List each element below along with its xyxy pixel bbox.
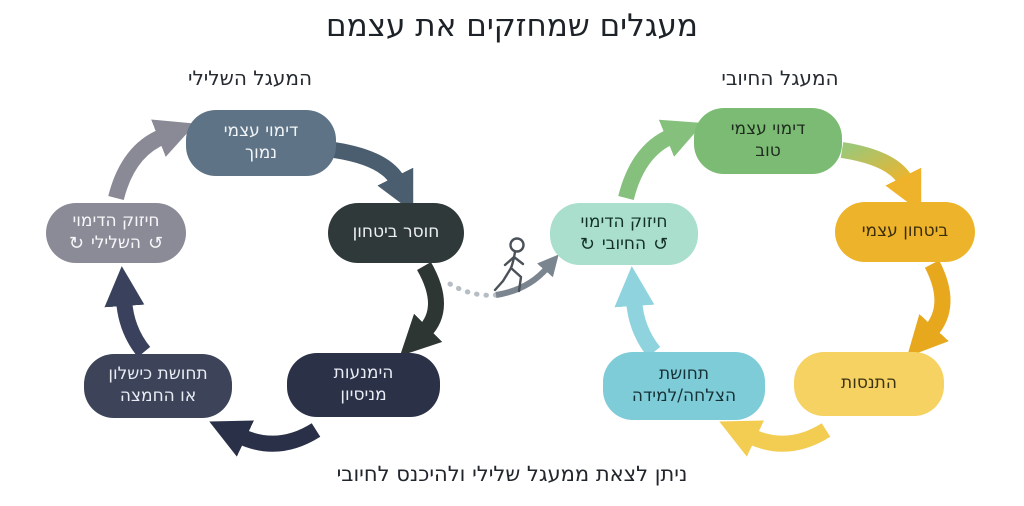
- node-sense-of-success-learning: תחושת הצלחה/למידה: [603, 352, 765, 420]
- node-label-line: תחושת כישלון: [108, 364, 208, 385]
- arrow-positive-3: [719, 420, 831, 457]
- node-label-line: ביטחון עצמי: [861, 221, 949, 242]
- node-label-line: חיזוק הדימוי: [580, 211, 668, 232]
- walking-person-icon: [493, 237, 525, 293]
- arrow-negative-2: [399, 262, 444, 357]
- bottom-caption: ניתן לצאת ממעגל שלילי ולהיכנס לחיובי: [336, 462, 688, 486]
- arrow-negative-4: [104, 266, 151, 358]
- arrow-negative-1: [332, 142, 414, 213]
- node-label-line: טוב: [755, 141, 781, 161]
- node-low-self-image: דימוי עצמי נמוך: [186, 110, 336, 176]
- node-good-self-image: דימוי עצמי טוב: [694, 108, 842, 174]
- node-label-line: תחושת: [658, 364, 710, 385]
- page-title: מעגלים שמחזקים את עצמם: [326, 8, 698, 44]
- refresh-cw-icon: ↻: [68, 233, 84, 255]
- node-reinforce-negative-self-image: חיזוק הדימוי ↺ השלילי ↻: [46, 203, 186, 263]
- node-label-line: חוסר ביטחון: [352, 222, 440, 243]
- node-reinforce-positive-self-image: חיזוק הדימוי ↺ החיובי ↻: [550, 203, 698, 265]
- node-experimentation: התנסות: [794, 352, 944, 416]
- node-label-line: דימוי עצמי: [223, 121, 299, 142]
- refresh-ccw-icon: ↺: [653, 234, 669, 256]
- refresh-cw-icon: ↻: [579, 234, 595, 256]
- arrow-positive-4: [614, 266, 661, 358]
- node-label-line: מניסיון: [340, 385, 387, 405]
- node-label-line: חיזוק הדימוי: [72, 210, 160, 231]
- node-label-line: התנסות: [841, 373, 897, 394]
- node-lack-of-confidence: חוסר ביטחון: [328, 203, 464, 263]
- node-label-line: דימוי עצמי: [730, 119, 806, 140]
- positive-cycle-label: המעגל החיובי: [721, 66, 839, 90]
- node-label-line: השלילי: [90, 233, 142, 253]
- negative-cycle-label: המעגל השלילי: [187, 66, 313, 90]
- transition-to-positive: [447, 237, 559, 298]
- node-sense-of-failure: תחושת כישלון או החמצה: [84, 354, 232, 418]
- node-self-confidence: ביטחון עצמי: [835, 202, 975, 262]
- arrow-positive-1: [840, 142, 922, 213]
- node-avoidance-of-trying: הימנעות מניסיון: [287, 353, 440, 417]
- node-label-line: החיובי: [601, 234, 647, 254]
- refresh-ccw-icon: ↺: [148, 233, 164, 255]
- node-label-line: או החמצה: [119, 386, 197, 406]
- node-label-line: נמוך: [244, 143, 278, 163]
- arrow-negative-5: [108, 119, 196, 201]
- transition-arrow: [495, 254, 559, 298]
- node-label-line-with-icons: ↺ השלילי ↻: [69, 232, 163, 255]
- node-label-line-with-icons: ↺ החיובי ↻: [580, 233, 668, 256]
- node-label-line: הימנעות: [333, 363, 394, 384]
- arrow-negative-3: [209, 420, 321, 457]
- transition-dashed-tail: [447, 281, 499, 298]
- arrow-positive-5: [618, 119, 704, 201]
- arrow-positive-2: [906, 260, 951, 357]
- node-label-line: הצלחה/למידה: [631, 386, 737, 406]
